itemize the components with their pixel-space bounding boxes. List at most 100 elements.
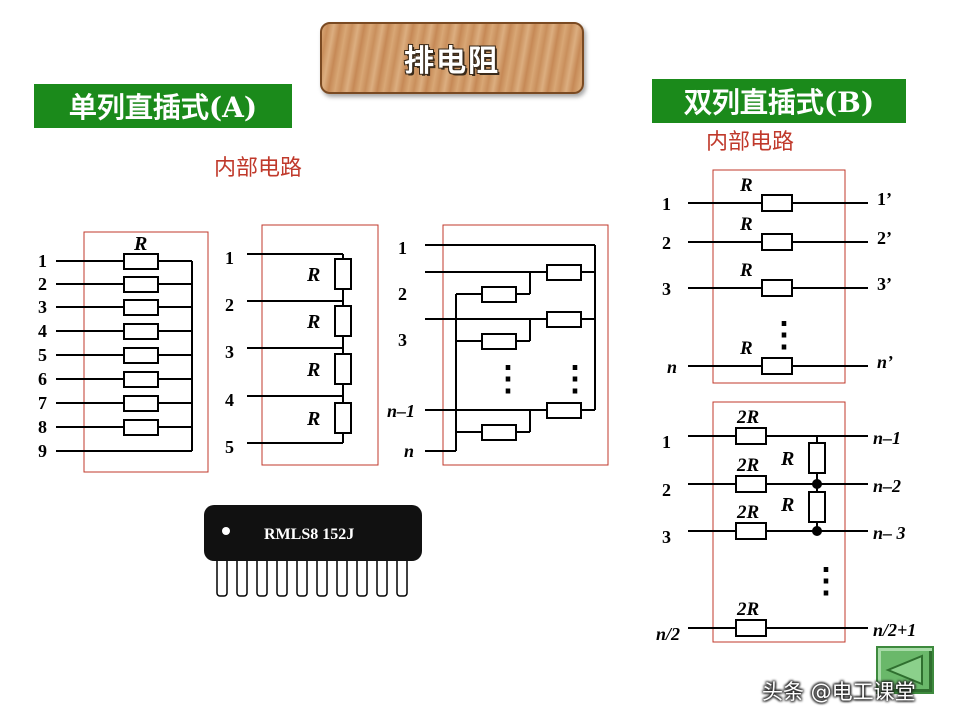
circuit-a2-pin-label: 4: [225, 390, 234, 410]
circuit-a3-resistor-bottom-3: [481, 424, 517, 441]
circuit-a1-r-label: R: [133, 233, 147, 255]
circuit-b1-right-pin: 1’: [877, 189, 892, 209]
circuit-b2-resistor: [735, 619, 767, 637]
circuit-a1-pin-label: 6: [38, 369, 47, 389]
page-title: 排电阻: [404, 44, 500, 79]
section-b-label: 双列直插式(B): [652, 79, 906, 123]
circuit-b1-r-label: R: [739, 175, 753, 196]
circuit-a1-pin-label: 7: [38, 393, 47, 413]
circuit-a2-r-label: R: [306, 264, 320, 286]
circuit-b2-right-pin: n– 3: [873, 523, 906, 543]
title-plate: 排电阻: [320, 22, 584, 94]
circuit-b1-left-pin: 2: [662, 233, 671, 253]
circuit-a3-pin-label-3: 3: [398, 330, 407, 350]
circuit-b2-node-1: [812, 479, 822, 489]
circuit-a3-resistor-bottom-1: [481, 286, 517, 303]
circuit-a1-resistor: [123, 276, 159, 293]
circuit-a3-dots-right: ⋮: [558, 361, 592, 398]
circuit-b2-2r-label: 2R: [736, 599, 759, 620]
circuit-b2-node-2: [812, 526, 822, 536]
circuit-b2-left-pin: 3: [662, 527, 671, 547]
circuit-b1-resistor: [761, 279, 793, 297]
circuit-a3-resistor-top-1: [546, 264, 582, 281]
circuit-a3-resistor-bottom-2: [481, 333, 517, 350]
circuit-a3-dots-left: ⋮: [491, 361, 525, 398]
circuit-b1-right-pin: 2’: [877, 228, 892, 248]
circuit-b1-frame: [712, 169, 846, 384]
chip-pin: [336, 555, 348, 597]
chip-pin: [236, 555, 248, 597]
watermark: 头条 @电工课堂: [762, 680, 916, 704]
circuit-b1-r-label: R: [739, 338, 753, 359]
circuit-b1-r-label: R: [739, 214, 753, 235]
circuit-b2-right-pin: n/2+1: [873, 620, 916, 640]
circuit-b1-right-pin: n’: [877, 352, 893, 372]
circuit-b2-2r-label: 2R: [736, 455, 759, 476]
chip-pin1-dot: [222, 527, 230, 535]
circuit-a2-r-label: R: [306, 311, 320, 333]
circuit-a3-resistor-top-2: [546, 311, 582, 328]
circuit-b1-left-pin: 1: [662, 194, 671, 214]
circuit-b1-r-label: R: [739, 260, 753, 281]
circuit-b2-left-pin: 2: [662, 480, 671, 500]
circuit-b2-resistor: [735, 522, 767, 540]
circuit-a2-r-label: R: [306, 408, 320, 430]
circuit-b2-resistor: [735, 427, 767, 445]
circuit-a2-resistor: [334, 353, 352, 385]
circuit-b1-left-pin: n: [667, 357, 677, 377]
circuit-a1-resistor: [123, 299, 159, 316]
circuit-a2-resistor: [334, 305, 352, 337]
circuit-b2-frame: [712, 401, 846, 643]
circuit-b1-right-pin: 3’: [877, 274, 892, 294]
circuit-a1-resistor: [123, 395, 159, 412]
circuit-a1-pin-label: 2: [38, 274, 47, 294]
circuit-b2-shunt-resistor-2: [808, 491, 826, 523]
chip-body: [204, 505, 422, 561]
circuit-a3-pin-label-2: 2: [398, 284, 407, 304]
circuit-a2-pin-label: 3: [225, 342, 234, 362]
section-a-caption: 内部电路: [214, 156, 303, 181]
circuit-b2-resistor: [735, 475, 767, 493]
back-button[interactable]: [876, 646, 934, 694]
section-b-caption: 内部电路: [706, 130, 795, 155]
circuit-a1-pin-label: 4: [38, 321, 47, 341]
circuit-a2-resistor: [334, 258, 352, 290]
circuit-b2-shunt-resistor-1: [808, 442, 826, 474]
circuit-a1-pin-label: 3: [38, 297, 47, 317]
circuit-b1-resistor: [761, 357, 793, 375]
chip-pin: [256, 555, 268, 597]
circuit-b2-2r-label: 2R: [736, 407, 759, 428]
circuit-a1-pin-label: 5: [38, 345, 47, 365]
circuit-a1-pin-label: 9: [38, 441, 47, 461]
circuit-a3-pin-label-n1: n–1: [387, 401, 415, 421]
circuit-a3: ⋮ ⋮ 1 2 3 n–1 n: [387, 224, 609, 466]
circuit-a1-resistor: [123, 323, 159, 340]
circuit-a1-frame: [83, 231, 209, 473]
chip-marking: RMLS8 152J: [264, 526, 354, 543]
circuit-b2-left-pin: n/2: [656, 624, 680, 644]
circuit-b1-dots: ⋮: [767, 317, 801, 354]
circuit-a2-r-label: R: [306, 359, 320, 381]
chip-pin: [296, 555, 308, 597]
circuit-a1-resistor: [123, 253, 159, 270]
circuit-b2-shunt-label-1: R: [780, 448, 794, 470]
circuit-a1-resistor: [123, 347, 159, 364]
section-a-label: 单列直插式(A): [34, 84, 292, 128]
chip-pin: [356, 555, 368, 597]
circuit-a3-pin-label-n: n: [404, 441, 414, 461]
circuit-a3-pin-label-1: 1: [398, 238, 407, 258]
circuit-b1-resistor: [761, 233, 793, 251]
circuit-a2-pin-label: 5: [225, 437, 234, 457]
circuit-b2-shunt-label-2: R: [780, 494, 794, 516]
chip-pin: [396, 555, 408, 597]
chip-pin: [376, 555, 388, 597]
circuit-b1-resistor: [761, 194, 793, 212]
circuit-b2-2r-label: 2R: [736, 502, 759, 523]
circuit-b2-right-pin: n–1: [873, 428, 901, 448]
circuit-a1-pin-label: 1: [38, 251, 47, 271]
